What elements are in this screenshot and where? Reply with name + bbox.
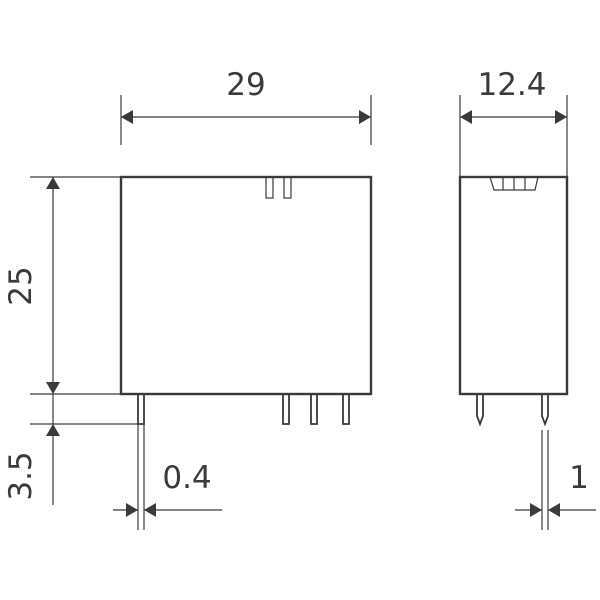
arrow-down-icon (46, 382, 60, 394)
arrow-left-icon (121, 110, 133, 124)
dimension-width: 29 (120, 67, 372, 145)
side-view-top-detail (489, 176, 539, 191)
arrow-right-icon (126, 503, 138, 517)
dimension-pin-length-label: 3.5 (3, 451, 39, 500)
side-view-body (458, 175, 569, 396)
front-view-body (119, 175, 373, 396)
arrow-left-icon (460, 110, 472, 124)
dimension-side-width: 12.4 (459, 67, 568, 177)
arrow-right-icon (530, 503, 542, 517)
side-view-pins (476, 394, 549, 427)
front-view (119, 175, 373, 425)
dimension-side-pin: 1 (515, 430, 596, 530)
dimension-height: 25 (3, 176, 138, 395)
arrow-left-icon (144, 503, 156, 517)
front-view-pins (137, 394, 350, 425)
arrow-right-icon (555, 110, 567, 124)
arrow-up-icon (46, 424, 60, 436)
side-view (458, 175, 569, 427)
dimension-side-width-label: 12.4 (477, 67, 546, 103)
dimension-pin-thickness: 0.4 (113, 424, 222, 530)
dimension-height-label: 25 (3, 266, 39, 305)
dimension-width-label: 29 (226, 67, 265, 103)
arrow-up-icon (46, 177, 60, 189)
dimension-pin-length: 3.5 (3, 394, 138, 505)
front-view-top-tabs (265, 176, 292, 199)
dimension-side-pin-label: 1 (569, 460, 589, 496)
arrow-left-icon (548, 503, 560, 517)
arrow-right-icon (359, 110, 371, 124)
dimension-pin-thickness-label: 0.4 (162, 460, 211, 496)
